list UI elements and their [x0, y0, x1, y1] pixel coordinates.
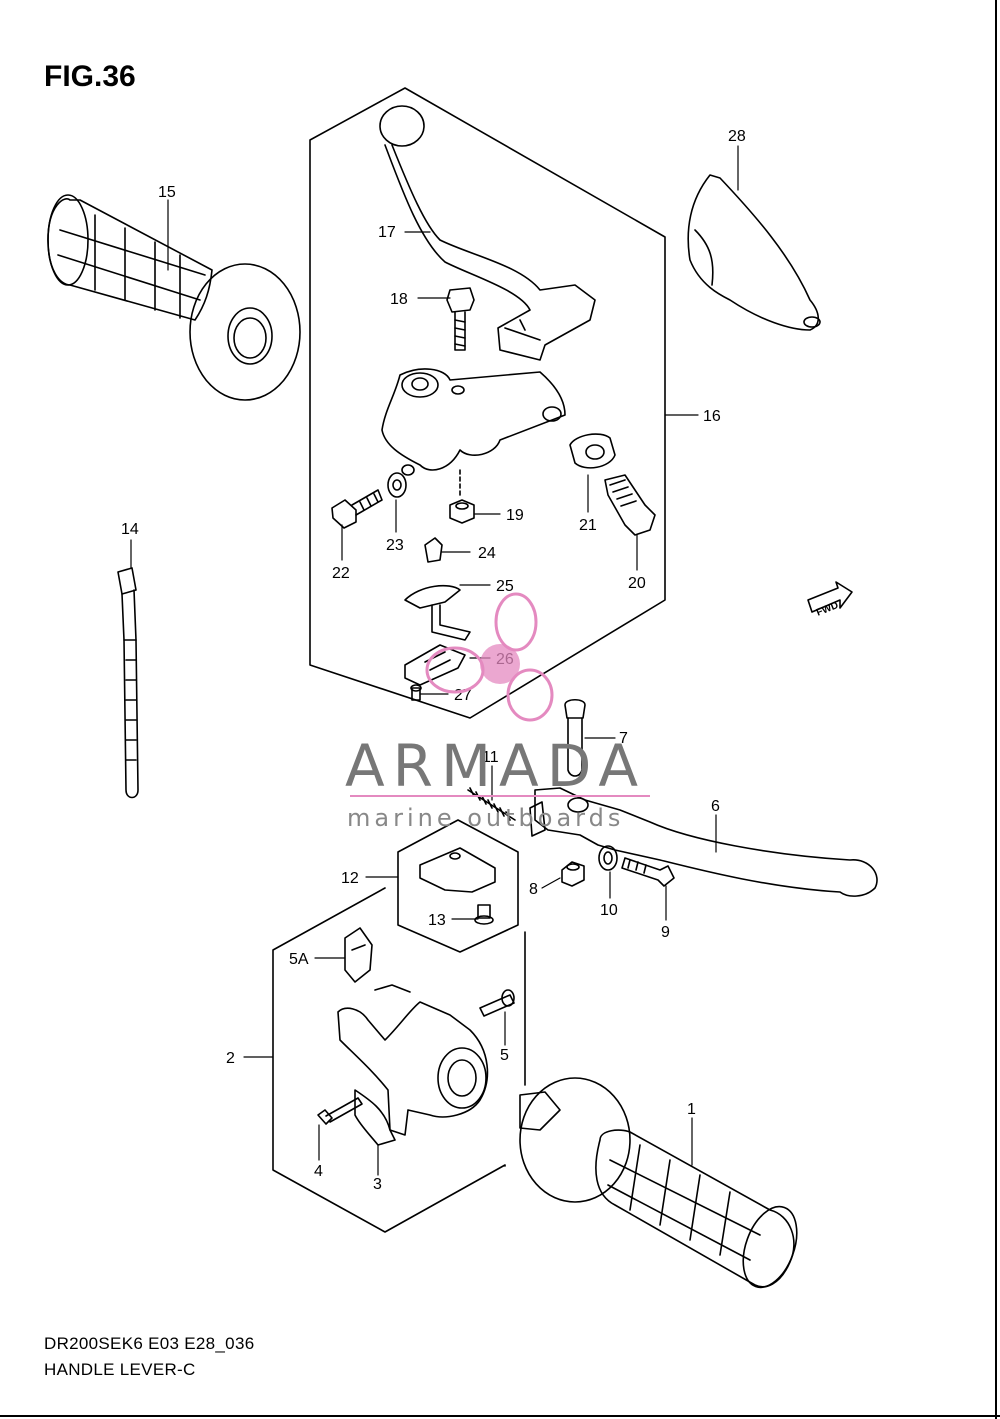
callout-1: 1: [687, 1101, 696, 1118]
callout-12: 12: [341, 870, 359, 887]
clip-24: [424, 537, 443, 563]
callout-28: 28: [728, 128, 746, 145]
callout-13: 13: [428, 912, 446, 929]
assembly-12-boundary: [397, 819, 519, 953]
brake-switch-12: [419, 847, 496, 893]
callout-5: 5: [500, 1047, 509, 1064]
figure-code: DR200SEK6 E03 E28_036: [44, 1334, 255, 1353]
watermark-brand: ARMADA: [345, 732, 646, 800]
figure-title: FIG.36: [44, 60, 136, 93]
callout-22: 22: [332, 565, 350, 582]
switch-housing-26: [404, 644, 466, 686]
screw-5: [479, 989, 515, 1017]
callout-5A: 5A: [289, 951, 309, 968]
lever-boot-28: [687, 174, 821, 331]
callout-21: 21: [579, 517, 597, 534]
watermark: ARMADA marine outboards: [345, 592, 650, 832]
callout-15: 15: [158, 184, 176, 201]
screw-4: [317, 1097, 363, 1125]
callout-24: 24: [478, 545, 496, 562]
callout-14: 14: [121, 521, 139, 538]
callout-23: 23: [386, 537, 404, 554]
leader-lines: [130, 145, 739, 1176]
clip-5A: [344, 927, 373, 983]
assembly-16-boundary: [309, 87, 666, 719]
callout-25: 25: [496, 578, 514, 595]
nut-19: [449, 469, 475, 524]
lower-housing-2: [337, 984, 489, 1136]
callout-16: 16: [703, 408, 721, 425]
lower-half-3: [354, 1089, 396, 1146]
callout-20: 20: [628, 575, 646, 592]
callout-18: 18: [390, 291, 408, 308]
callout-3: 3: [373, 1176, 382, 1193]
watermark-tagline: marine outboards: [347, 804, 624, 832]
figure-name: HANDLE LEVER-C: [44, 1360, 196, 1379]
adjuster-nut-21: [569, 433, 616, 469]
callout-2: 2: [226, 1050, 235, 1067]
callout-4: 4: [314, 1163, 323, 1180]
callout-17: 17: [378, 224, 396, 241]
cable-tie-14: [117, 567, 139, 799]
brake-lever-6: [529, 787, 878, 897]
callout-6: 6: [711, 798, 720, 815]
left-grip-15: [47, 194, 301, 401]
callout-10: 10: [600, 902, 618, 919]
lever-holder-body: [381, 368, 566, 476]
clutch-lever-17: [379, 105, 596, 361]
watermark-propeller-logo: [425, 592, 554, 722]
switch-25: [404, 584, 471, 641]
screw-13: [474, 904, 494, 925]
callout-11: 11: [482, 749, 499, 766]
washer-23: [387, 472, 407, 498]
screw-9: [621, 857, 675, 887]
right-grip-1: [519, 1077, 798, 1289]
bolt-22: [331, 489, 383, 529]
callout-8: 8: [529, 881, 538, 898]
callout-19: 19: [506, 507, 524, 524]
bushing-10: [598, 845, 618, 871]
screw-27: [410, 684, 422, 701]
pivot-bolt-7: [564, 698, 586, 777]
assembly-2-boundary: [272, 887, 506, 1233]
callout-9: 9: [661, 924, 670, 941]
adjuster-bolt-20: [604, 474, 656, 536]
nut-8: [561, 861, 585, 887]
fwd-arrow-badge: [807, 581, 853, 613]
callout-7: 7: [619, 730, 628, 747]
pivot-bolt-18: [446, 287, 475, 351]
